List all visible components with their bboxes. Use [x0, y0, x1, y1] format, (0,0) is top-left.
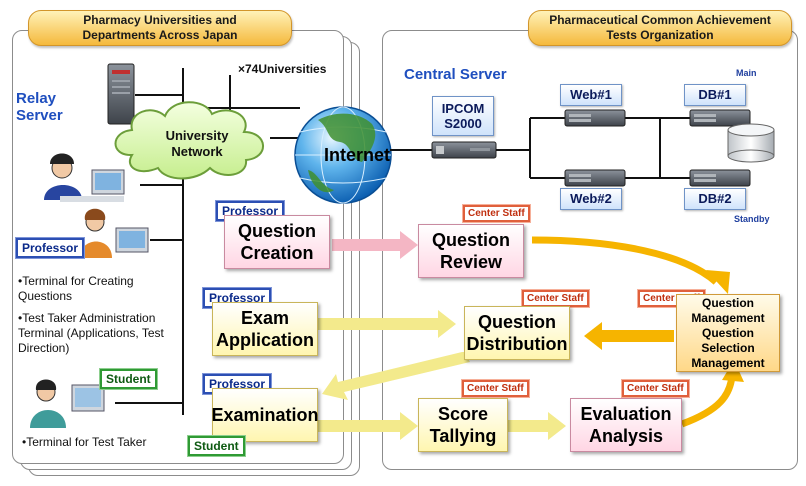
- arrow-tallying-analysis: [508, 412, 566, 440]
- question-review-label: Question Review: [431, 230, 510, 272]
- question-distribution-box: Question Distribution: [464, 306, 570, 360]
- database-cylinder-icon: [727, 123, 775, 163]
- left-region-header: Pharmacy Universities and Departments Ac…: [28, 10, 292, 46]
- question-creation-box: Question Creation: [224, 215, 330, 269]
- db1-server-icon: [689, 109, 751, 127]
- arrow-application-distribution: [318, 310, 456, 338]
- main-label: Main: [736, 68, 757, 78]
- web1-label: Web#1: [560, 84, 622, 106]
- central-server-label: Central Server: [404, 66, 507, 83]
- web2-label: Web#2: [560, 188, 622, 210]
- exam-application-label: Exam Application: [216, 308, 314, 350]
- db2-server-icon: [689, 169, 751, 187]
- internet-globe-icon: [294, 106, 392, 204]
- arrow-creation-review: [332, 231, 418, 259]
- db2-label: DB#2: [684, 188, 746, 210]
- relay-server-icon: [107, 63, 135, 125]
- question-review-box: Question Review: [418, 224, 524, 278]
- workflow-arrows: [318, 231, 744, 440]
- examination-box: Examination: [211, 388, 319, 442]
- ipcom-device-icon: [431, 141, 497, 159]
- arrow-analysis-management: [680, 375, 736, 428]
- bullet-admin-terminal: •Test Taker Administration Terminal (App…: [18, 311, 164, 355]
- examination-label: Examination: [211, 405, 319, 425]
- score-tallying-label: Score Tallying: [429, 404, 497, 446]
- arrow-management-distribution: [584, 322, 674, 350]
- web2-server-icon: [564, 169, 626, 187]
- test-terminal-user-3-icon: [30, 379, 105, 428]
- test-terminal-user-2-icon: [80, 208, 149, 258]
- bullet-taker-terminal: •Terminal for Test Taker: [22, 435, 147, 449]
- evaluation-analysis-box: Evaluation Analysis: [570, 398, 682, 452]
- question-management-box: Question Management Question Selection M…: [676, 294, 780, 372]
- university-network-label: University Network: [165, 128, 229, 159]
- ipcom-label: IPCOM S2000: [432, 96, 494, 136]
- test-terminal-user-1-icon: [44, 153, 125, 202]
- arrow-review-management: [531, 236, 719, 285]
- web1-server-icon: [564, 109, 626, 127]
- center-staff-tag-tallying: Center Staff: [462, 380, 529, 397]
- center-staff-tag-review: Center Staff: [463, 205, 530, 222]
- left-region-header-text: Pharmacy Universities and Departments Ac…: [82, 13, 238, 42]
- exam-application-box: Exam Application: [212, 302, 318, 356]
- university-network-cloud: [114, 101, 264, 180]
- arrow-examination-tallying: [318, 412, 418, 440]
- student-tag-examination: Student: [188, 436, 245, 456]
- evaluation-analysis-label: Evaluation Analysis: [580, 404, 672, 446]
- right-region-header: Pharmaceutical Common Achievement Tests …: [528, 10, 792, 46]
- arrow-distribution-examination: [322, 352, 470, 400]
- universities-count-label: ×74Universities: [238, 62, 327, 76]
- professor-tag-left: Professor: [16, 238, 85, 258]
- ipcom-label-text: IPCOM S2000: [441, 101, 485, 131]
- bullet-creating-terminal: •Terminal for Creating Questions: [18, 274, 134, 303]
- question-management-label: Question Management Question Selection M…: [691, 295, 765, 370]
- score-tallying-box: Score Tallying: [418, 398, 508, 452]
- question-creation-label: Question Creation: [237, 221, 316, 263]
- center-staff-tag-distribution: Center Staff: [522, 290, 589, 307]
- student-tag-left: Student: [100, 369, 157, 389]
- standby-label: Standby: [734, 214, 770, 224]
- question-distribution-label: Question Distribution: [466, 312, 568, 354]
- center-staff-tag-analysis: Center Staff: [622, 380, 689, 397]
- db1-label: DB#1: [684, 84, 746, 106]
- internet-label: Internet: [323, 145, 390, 165]
- right-region-header-text: Pharmaceutical Common Achievement Tests …: [549, 13, 771, 42]
- relay-server-label: Relay Server: [16, 90, 63, 124]
